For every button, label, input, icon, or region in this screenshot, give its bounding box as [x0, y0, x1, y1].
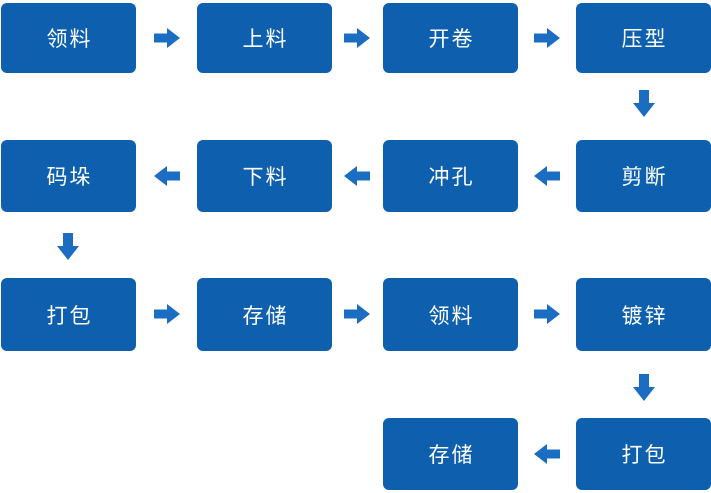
flow-node: 领料: [1, 3, 136, 73]
flow-node: 下料: [197, 140, 332, 212]
arrow-left-icon: [534, 444, 560, 464]
flow-node: 存储: [197, 278, 332, 351]
arrow-right-icon: [534, 28, 560, 48]
flow-node: 剪断: [576, 140, 711, 212]
flow-node: 打包: [1, 278, 136, 351]
arrow-right-icon: [154, 304, 180, 324]
flow-node: 冲孔: [383, 140, 518, 212]
arrow-right-icon: [344, 28, 370, 48]
arrow-left-icon: [534, 166, 560, 186]
arrow-down-icon: [57, 233, 79, 260]
flow-node: 开卷: [383, 3, 518, 73]
flow-node: 镀锌: [576, 278, 711, 351]
flow-node: 打包: [576, 418, 711, 490]
flow-node: 存储: [383, 418, 518, 490]
flow-node: 领料: [383, 278, 518, 351]
arrow-right-icon: [344, 304, 370, 324]
arrow-left-icon: [154, 166, 180, 186]
flow-node: 码垛: [1, 140, 136, 212]
arrow-right-icon: [534, 304, 560, 324]
flow-node: 上料: [197, 3, 332, 73]
arrow-down-icon: [633, 90, 655, 117]
arrow-right-icon: [154, 28, 180, 48]
arrow-left-icon: [344, 166, 370, 186]
flow-node: 压型: [576, 3, 711, 73]
arrow-down-icon: [633, 374, 655, 401]
